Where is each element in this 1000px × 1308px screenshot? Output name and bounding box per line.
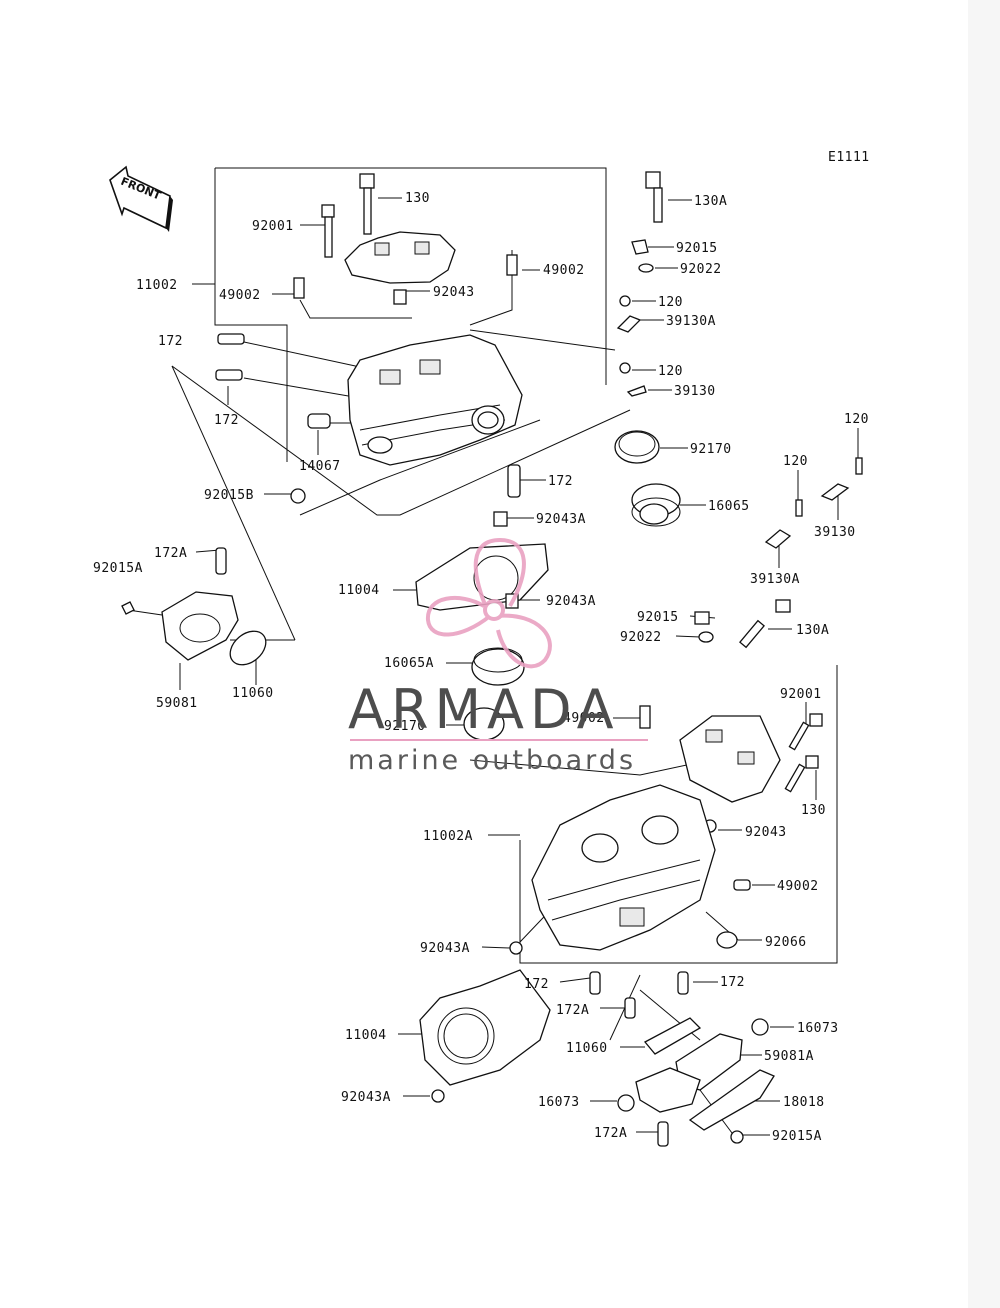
leader-lines: [127, 167, 859, 1136]
callout-label: 14067: [299, 459, 341, 474]
callout-label: 130: [405, 191, 430, 206]
callout-label: 92043A: [341, 1090, 391, 1105]
page-margin-strip: [968, 0, 1000, 1308]
callout-label: 16073: [797, 1021, 839, 1036]
propeller-logo: [425, 537, 552, 669]
callout-label: 39130A: [750, 572, 800, 587]
callout-label: 92001: [252, 219, 294, 234]
callout-label: 92015: [637, 610, 679, 625]
callout-label: 130A: [694, 194, 727, 209]
lower-gasket-and-intake-group: [419, 969, 775, 1147]
callout-label: 49002: [543, 263, 585, 278]
callout-label: 92022: [620, 630, 662, 645]
intake-holder-59081: [161, 591, 239, 661]
callout-label: 49002: [777, 879, 819, 894]
callout-label: 39130A: [666, 314, 716, 329]
callout-label: 16065A: [384, 656, 434, 671]
left-intake-group: [121, 547, 267, 666]
watermark-brand: ARMADA: [348, 678, 620, 741]
callout-label: 49002: [219, 288, 261, 303]
callout-label: 92043A: [420, 941, 470, 956]
callout-label: 18018: [783, 1095, 825, 1110]
cylinder-head-rear: [347, 334, 523, 466]
callout-label: 92043A: [536, 512, 586, 527]
callout-label: 92022: [680, 262, 722, 277]
rear-cylinder-head-group: [215, 173, 523, 527]
watermark: ARMADA marine outboards: [348, 537, 648, 776]
callout-label: 130: [801, 803, 826, 818]
callout-label: 59081: [156, 696, 198, 711]
callout-label: 92170: [690, 442, 732, 457]
callout-label: 172: [158, 334, 183, 349]
callout-label: 172A: [556, 1003, 589, 1018]
front-direction-arrow: FRONT: [109, 165, 173, 232]
callout-label: 11060: [232, 686, 274, 701]
bolt-130-head: [359, 173, 375, 189]
insulator-18018: [688, 1069, 775, 1131]
callout-labels: 130 92001 11002 49002 92043 49002 172 17…: [93, 191, 869, 1144]
callout-label: 120: [844, 412, 869, 427]
callout-label: 172A: [154, 546, 187, 561]
callout-label: 39130: [674, 384, 716, 399]
callout-label: 172: [524, 977, 549, 992]
callout-label: 92015A: [772, 1129, 822, 1144]
callout-label: 16065: [708, 499, 750, 514]
right-side-hardware: [614, 171, 863, 549]
callout-label: 130A: [796, 623, 829, 638]
callout-label: 92015: [676, 241, 718, 256]
callout-label: 172A: [594, 1126, 627, 1141]
rocker-holder-front: [679, 715, 781, 803]
callout-label: 11002A: [423, 829, 473, 844]
callout-label: 11004: [338, 583, 380, 598]
callout-label: 92015B: [204, 488, 254, 503]
rocker-holder-rear: [344, 231, 456, 284]
o-ring-11060-lower: [643, 1017, 702, 1055]
callout-label: 16073: [538, 1095, 580, 1110]
front-cylinder-head-group: [509, 705, 823, 1019]
callout-label: 11060: [566, 1041, 608, 1056]
callout-label: 120: [658, 364, 683, 379]
callout-label: 92066: [765, 935, 807, 950]
callout-label: 39130: [814, 525, 856, 540]
callout-label: 92170: [384, 719, 426, 734]
callout-label: 11002: [136, 278, 178, 293]
callout-label: 120: [658, 295, 683, 310]
callout-label: 92043: [745, 825, 787, 840]
callout-label: 11004: [345, 1028, 387, 1043]
callout-label: 92043A: [546, 594, 596, 609]
callout-label: 172: [214, 413, 239, 428]
callout-label: 92001: [780, 687, 822, 702]
callout-label: 92015A: [93, 561, 143, 576]
callout-label: 120: [783, 454, 808, 469]
callout-label: 92043: [433, 285, 475, 300]
watermark-tagline: marine outboards: [348, 745, 636, 776]
diagram-code: E1111: [828, 150, 870, 165]
callout-label: 172: [720, 975, 745, 990]
callout-label: 59081A: [764, 1049, 814, 1064]
callout-label: 172: [548, 474, 573, 489]
callout-label: 49002: [563, 711, 605, 726]
gasket-11004-lower: [419, 969, 551, 1086]
